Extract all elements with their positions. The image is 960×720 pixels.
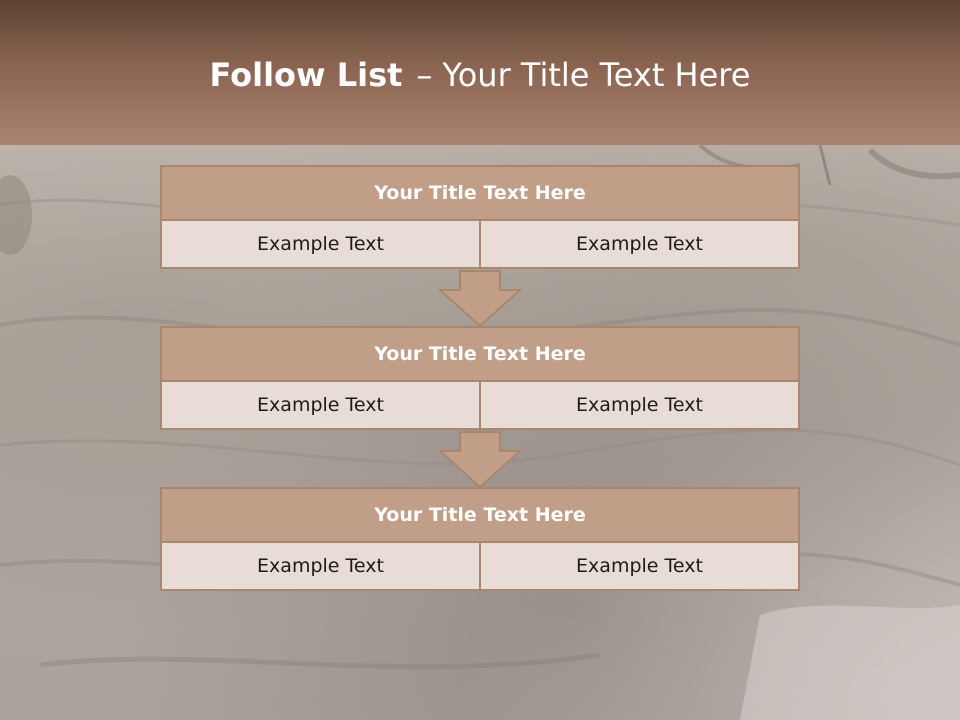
block-row-3: Example Text Example Text xyxy=(160,543,800,591)
block-2-cell-right[interactable]: Example Text xyxy=(479,382,798,428)
slide-title-strong: Follow List xyxy=(209,56,403,94)
list-block-2: Your Title Text Here Example Text Exampl… xyxy=(160,326,800,430)
list-block-3: Your Title Text Here Example Text Exampl… xyxy=(160,487,800,591)
block-2-cell-left[interactable]: Example Text xyxy=(162,382,479,428)
slide-title: Follow List–Your Title Text Here xyxy=(0,52,960,98)
block-1-cell-left[interactable]: Example Text xyxy=(162,221,479,267)
block-title-1[interactable]: Your Title Text Here xyxy=(160,165,800,221)
down-arrow-icon xyxy=(438,431,522,489)
list-block-1: Your Title Text Here Example Text Exampl… xyxy=(160,165,800,269)
block-3-cell-right[interactable]: Example Text xyxy=(479,543,798,589)
block-3-cell-left[interactable]: Example Text xyxy=(162,543,479,589)
block-title-3[interactable]: Your Title Text Here xyxy=(160,487,800,543)
block-row-1: Example Text Example Text xyxy=(160,221,800,269)
slide-title-rest: Your Title Text Here xyxy=(442,56,751,94)
down-arrow-icon xyxy=(438,270,522,328)
block-title-2[interactable]: Your Title Text Here xyxy=(160,326,800,382)
title-bar: Follow List–Your Title Text Here xyxy=(0,0,960,145)
block-1-cell-right[interactable]: Example Text xyxy=(479,221,798,267)
slide-title-separator: – xyxy=(416,56,433,94)
block-row-2: Example Text Example Text xyxy=(160,382,800,430)
